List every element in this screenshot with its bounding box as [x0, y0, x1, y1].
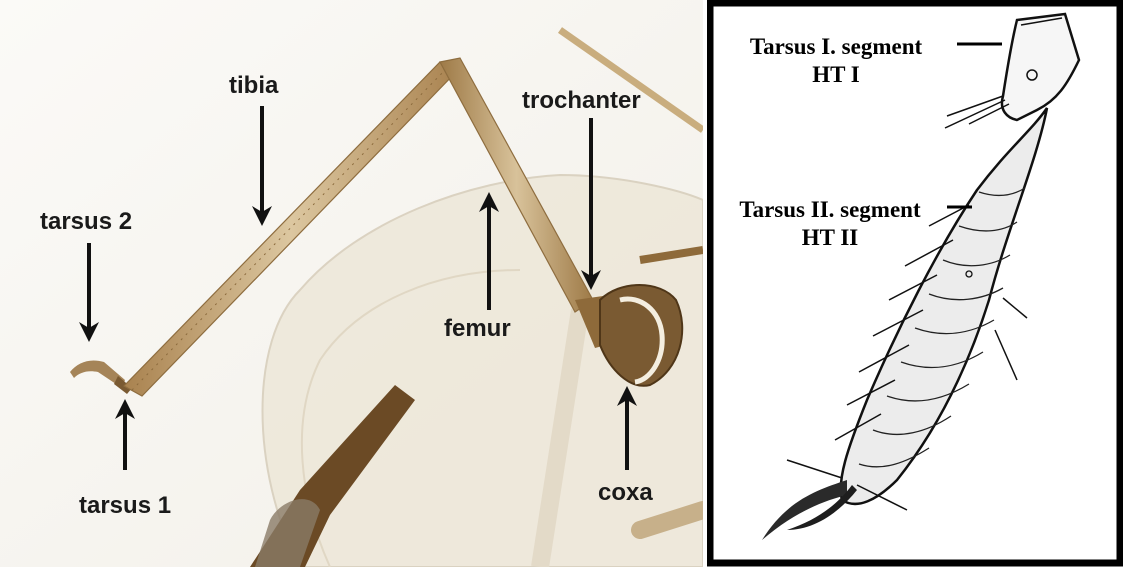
leg-micrograph-panel: tibia trochanter tarsus 2 femur tarsus 1… — [0, 0, 703, 567]
label-tibia: tibia — [229, 72, 279, 99]
tarsus-drawing-panel: Tarsus I. segment HT I Tarsus II. segmen… — [707, 0, 1123, 567]
tarsus-drawing: Tarsus I. segment HT I Tarsus II. segmen… — [707, 0, 1123, 567]
label-tarsus-1: tarsus 1 — [79, 492, 171, 519]
label-tarsus-1-segment: Tarsus I. segment — [750, 34, 923, 59]
label-tarsus-2-segment: Tarsus II. segment — [739, 197, 921, 222]
label-ht-1: HT I — [812, 62, 860, 87]
label-tarsus-2: tarsus 2 — [40, 208, 132, 235]
label-trochanter: trochanter — [522, 87, 641, 114]
label-femur: femur — [444, 315, 511, 342]
label-ht-2: HT II — [802, 225, 859, 250]
leg-micrograph: tibia trochanter tarsus 2 femur tarsus 1… — [0, 0, 703, 567]
label-coxa: coxa — [598, 479, 653, 506]
